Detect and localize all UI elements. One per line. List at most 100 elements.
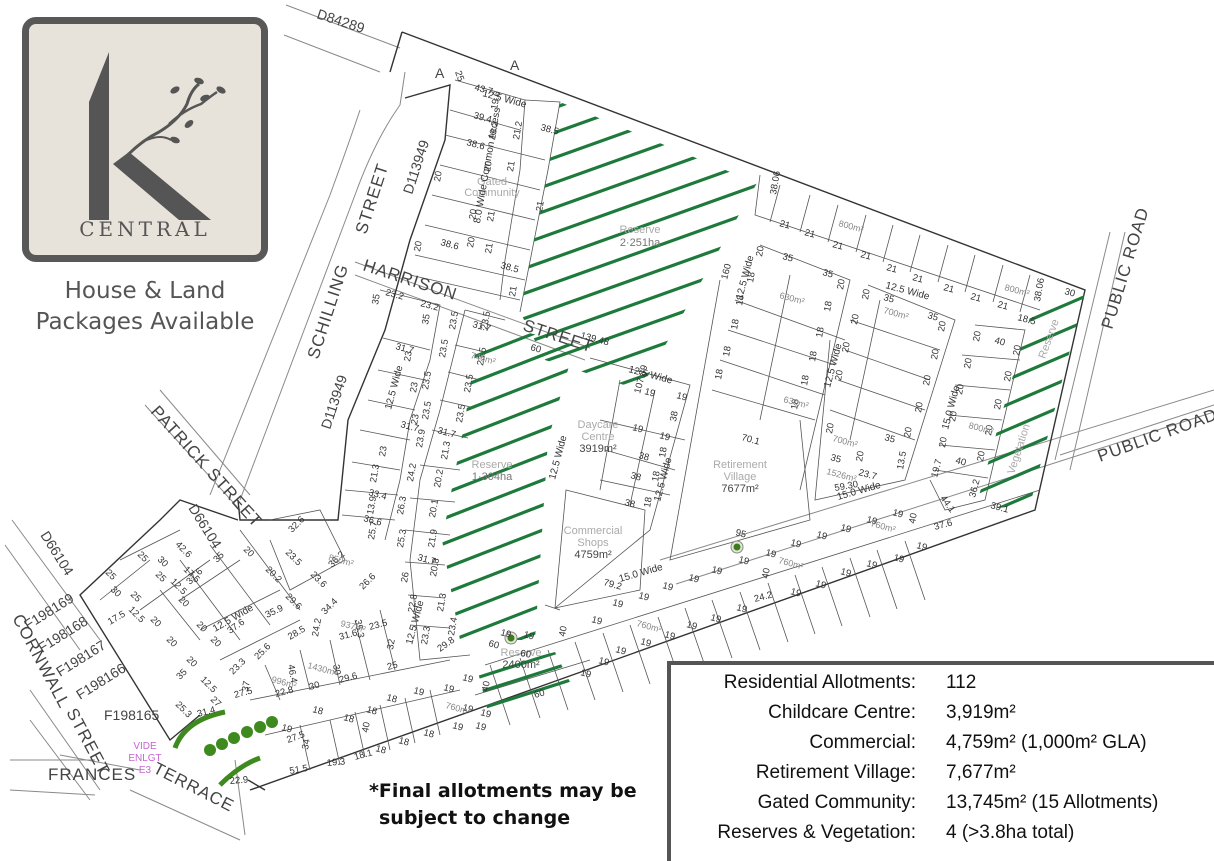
lot-dimension: 31.7 [436, 425, 457, 440]
lot-dimension: 25.7 [366, 520, 380, 540]
lot-dimension: 19 [614, 644, 627, 657]
lot-dimension: 19 [839, 522, 852, 535]
lot-dimension: 38.06 [768, 170, 783, 195]
road-terrace: TERRACE [150, 759, 237, 816]
lot-dimension: 25 [128, 589, 143, 604]
lot-dimension: 60 [533, 688, 546, 701]
reserve-north-hatch [520, 102, 757, 390]
lot-dimension: 40 [760, 567, 773, 579]
lot-dimension: 18 [799, 374, 812, 386]
lot-area: 800m² [967, 420, 994, 436]
lot-dimension: 21 [911, 272, 924, 285]
lot-dimension: 25.3 [173, 699, 194, 720]
lot-dimension: 18 [385, 692, 398, 705]
lot-dimension: 24.2 [753, 589, 774, 604]
lot-dimension: 38 [637, 450, 650, 463]
lot-dimension: 18 [822, 300, 835, 312]
lot-dimension: 20 [936, 320, 949, 332]
k-central-logo: CENTRAL [22, 17, 268, 262]
lot-dimension: 20.8 [428, 557, 442, 577]
lot-dimension: 18 [311, 704, 324, 717]
lot-dimension: 20 [971, 330, 984, 342]
lot-dimension: 20 [913, 401, 926, 413]
lot-dimension: 36.2 [967, 478, 982, 499]
lot-dimension: 23.4 [446, 616, 460, 636]
lot-dimension: 37.6 [933, 517, 954, 532]
lot-dimension: 19 [865, 514, 878, 527]
disclaimer-line1: *Final allotments may be [369, 780, 637, 802]
lot-dimension: 28.5 [286, 624, 308, 643]
lot-dimension: 21.3 [439, 440, 453, 460]
lot-dimension: 21 [942, 282, 955, 295]
lot-dimension: 40 [480, 680, 493, 692]
lot-dimension: 29.6 [283, 591, 304, 612]
lot-dimension: 35.9 [264, 603, 285, 621]
lot-dimension: 25 [386, 660, 399, 673]
road-public-1: PUBLIC ROAD [1098, 205, 1153, 331]
parcel-d113949-a: D113949 [400, 138, 433, 196]
stat-label: Residential Allotments: [723, 672, 916, 693]
lot-dimension: 21 [778, 218, 791, 231]
lot-dimension: 40 [557, 625, 570, 637]
lot-area: 760m² [777, 555, 804, 571]
lot-dimension: 35 [821, 267, 834, 280]
svg-text:Commercial: Commercial [564, 525, 623, 537]
lot-dimension: 35 [829, 452, 842, 465]
lot-area: 700m² [831, 433, 858, 449]
lot-dimension: 29.8 [435, 635, 456, 655]
lot-dimension: 19 [710, 564, 723, 577]
svg-text:Village: Village [724, 471, 757, 483]
lot-dimension: 23.7 [857, 467, 878, 482]
lot-dimension: 20 [902, 426, 915, 438]
lot-dimension: 22.8 [274, 684, 295, 699]
lot-dimension: 21 [996, 299, 1009, 312]
lot-dimension: 23.5 [368, 617, 389, 632]
lot-dimension: 31.7 [416, 552, 437, 567]
lot-dimension: 20 [954, 383, 967, 395]
road-public-2: PUBLIC ROAD [1095, 405, 1214, 466]
lot-dimension: 35 [781, 251, 794, 264]
parcel-d113949-b: D113949 [318, 373, 351, 431]
lot-dimension: 18 [745, 271, 758, 283]
lot-dimension: 20 [962, 357, 975, 369]
lot-dimension: 21 [831, 239, 844, 252]
disclaimer-line2: subject to change [379, 807, 571, 829]
lot-dimension: 19 [814, 578, 827, 591]
stat-label: Gated Community: [757, 792, 916, 813]
lot-dimension: 38.06 [1032, 277, 1047, 302]
lot-dimension: 20 [937, 436, 950, 448]
lot-dimension: 19 [915, 540, 928, 553]
lot-dimension: 39.4 [472, 110, 493, 125]
lot-dimension: 21 [885, 262, 898, 275]
lot-dimension: 17.5 [106, 609, 128, 628]
road-schilling-street: STREET [352, 161, 393, 236]
lot-dimension: 20 [992, 398, 1005, 410]
stat-value: 4 (>3.8ha total) [946, 822, 1075, 843]
lot-dimension: 20 [208, 634, 223, 649]
lot-dimension: 20 [840, 341, 853, 353]
lot-dimension: 38 [629, 470, 642, 483]
lot-dimension: 25 [103, 567, 118, 582]
lot-dimension: 20 [833, 369, 846, 381]
lot-dimension: 34.4 [319, 596, 340, 617]
lot-dimension: 26.3 [395, 495, 409, 515]
svg-text:2400m²: 2400m² [502, 659, 540, 671]
svg-text:4759m²: 4759m² [574, 549, 612, 561]
area-labels: Gated Community Reserve 2·251ha Reserve … [464, 107, 1062, 671]
lot-dimension: 31.7 [399, 419, 420, 434]
lot-dimension: 23 [408, 381, 421, 393]
lot-dimension: 20 [241, 544, 256, 559]
lot-dimension: 19 [474, 720, 487, 733]
lot-dimension: 21.3 [368, 463, 382, 483]
lot-dimension: 19 [685, 619, 698, 632]
lot-dimension: 18 [814, 326, 827, 338]
lot-dimension: 19.6 [489, 90, 503, 110]
lot-dimension: 18 [789, 398, 802, 410]
lot-dimension: 30 [155, 554, 170, 569]
lot-dimension: 18 [729, 318, 742, 330]
svg-text:E3: E3 [139, 765, 152, 776]
lot-dimension: 35 [883, 432, 896, 445]
lot-dimension: 21 [485, 210, 498, 222]
lot-area: 1430m² [306, 660, 338, 678]
lot-dimension: 18.1 [353, 747, 374, 762]
